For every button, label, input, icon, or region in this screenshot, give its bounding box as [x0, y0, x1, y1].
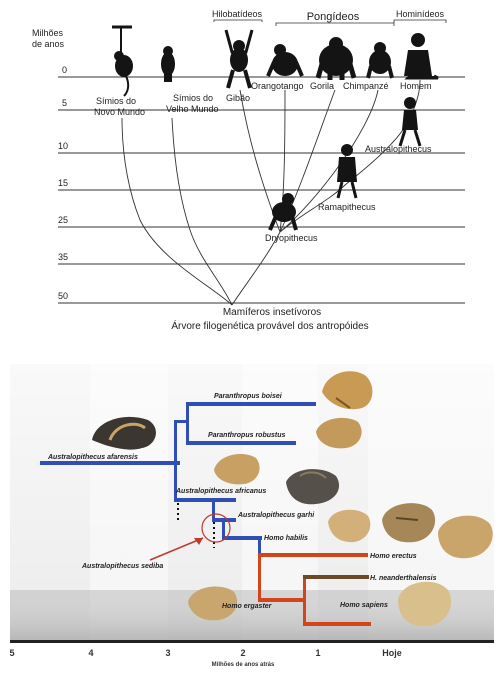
label-garhi: Australopithecus garhi: [237, 512, 315, 519]
axis-tick-4: 4: [88, 648, 93, 658]
bar-africanus: [174, 498, 236, 502]
human-silhouette: [404, 33, 438, 78]
top-phylogeny: Milhões de anos 0 5 10 15 25 35 50 Hilob…: [32, 9, 465, 332]
gorilla-silhouette: [318, 37, 354, 80]
label-dryopithecus: Dryopithecus: [265, 233, 318, 243]
label-robustus: Paranthropus robustus: [208, 432, 286, 439]
gibbon-silhouette: [226, 30, 252, 88]
label-orangutan: Orangotango: [251, 81, 304, 91]
group-hylobatids: Hilobatídeos: [212, 9, 263, 19]
label-sediba: Australopithecus sediba: [81, 563, 163, 570]
tick-5: 5: [62, 98, 67, 108]
label-africanus: Australopithecus africanus: [175, 488, 266, 495]
label-sapiens: Homo sapiens: [340, 602, 388, 609]
skull-sapiens: [398, 582, 451, 627]
label-old-world-2: Velho Mundo: [166, 104, 219, 114]
label-gibbon: Gibão: [226, 93, 250, 103]
bracket-hominids: [394, 20, 446, 23]
group-labels: Hilobatídeos Pongídeos Hominídeos: [212, 9, 446, 26]
bar-boisei: [186, 402, 316, 406]
label-neanderthalensis: H. neanderthalensis: [370, 575, 437, 582]
australopithecus-silhouette: [400, 97, 420, 146]
label-new-world-1: Símios do: [96, 96, 136, 106]
taxon-labels: Símios do Novo Mundo Símios do Velho Mun…: [94, 81, 432, 332]
label-afarensis: Australopithecus afarensis: [47, 454, 138, 461]
time-ticks: 0 5 10 15 25 35 50: [58, 65, 68, 301]
tick-15: 15: [58, 178, 68, 188]
axis-title: Milhões de anos atrás: [212, 662, 275, 668]
bar-ergaster: [258, 598, 306, 602]
group-hominids: Hominídeos: [396, 9, 445, 19]
label-ramapithecus: Ramapithecus: [318, 202, 376, 212]
tick-50: 50: [58, 291, 68, 301]
caption: Árvore filogenética provável dos antropó…: [171, 319, 368, 332]
label-boisei: Paranthropus boisei: [214, 393, 283, 400]
label-australopithecus: Australopithecus: [365, 144, 432, 154]
label-old-world-1: Símios do: [173, 93, 213, 103]
label-man: Homem: [400, 81, 432, 91]
tick-35: 35: [58, 252, 68, 262]
axis-title-line2: de anos: [32, 39, 65, 49]
primate-silhouettes: [112, 27, 438, 230]
bracket-pongids: [276, 23, 394, 26]
chimpanzee-silhouette: [368, 42, 392, 78]
axis-line: [10, 640, 494, 643]
axis-tick-today: Hoje: [382, 648, 402, 658]
bar-habilis: [222, 536, 262, 540]
label-new-world-2: Novo Mundo: [94, 107, 145, 117]
label-gorilla: Gorila: [310, 81, 334, 91]
new-world-monkey-silhouette: [112, 27, 133, 96]
axis-title-line1: Milhões: [32, 28, 64, 38]
label-chimpanzee: Chimpanzé: [343, 81, 389, 91]
bar-robustus: [186, 441, 296, 445]
group-pongids: Pongídeos: [307, 11, 360, 23]
bar-neanderthalensis: [303, 575, 369, 579]
orangutan-silhouette: [268, 44, 302, 76]
bracket-hylobatids: [214, 20, 262, 22]
label-habilis: Homo habilis: [264, 535, 308, 542]
axis-tick-2: 2: [240, 648, 245, 658]
axis-tick-1: 1: [315, 648, 320, 658]
bar-sapiens: [303, 622, 371, 626]
tick-0: 0: [62, 65, 67, 75]
bar-erectus: [258, 553, 368, 557]
label-ergaster: Homo ergaster: [222, 603, 273, 610]
bar-afarensis: [40, 461, 180, 465]
label-erectus: Homo erectus: [370, 553, 417, 560]
tick-25: 25: [58, 215, 68, 225]
bottom-timeline: Paranthropus boisei Paranthropus robustu…: [9, 364, 494, 668]
tick-10: 10: [58, 141, 68, 151]
label-root: Mamíferos insetívoros: [223, 307, 321, 318]
axis-tick-5: 5: [9, 648, 14, 658]
time-axis: 5 4 3 2 1 Hoje Milhões de anos atrás: [9, 640, 494, 668]
axis-tick-3: 3: [165, 648, 170, 658]
